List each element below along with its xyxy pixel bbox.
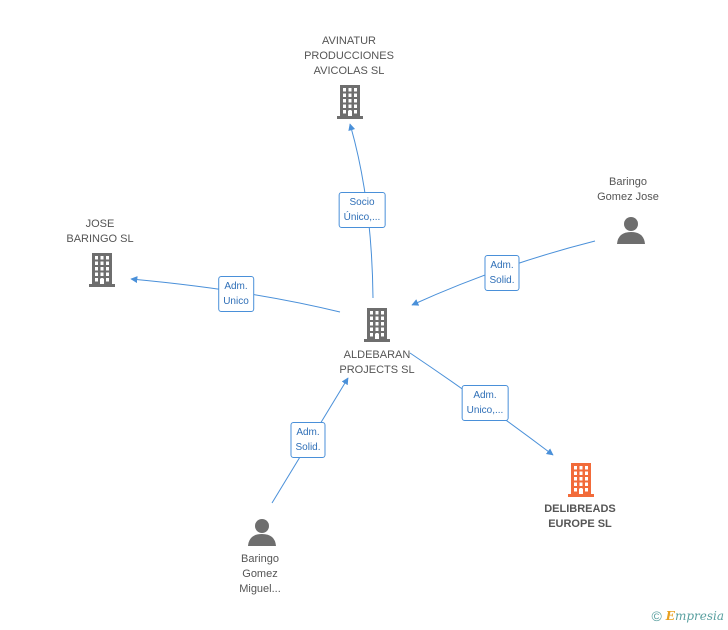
- edge-label-line: Unico: [223, 296, 249, 307]
- brand-logo: Empresia: [665, 609, 724, 623]
- node-label-line: PROJECTS SL: [339, 364, 415, 376]
- edge-label-line: Adm.: [490, 260, 514, 271]
- node-label-line: PRODUCCIONES: [304, 50, 394, 62]
- building-icon[interactable]: [364, 308, 390, 342]
- node-label-aldebaran[interactable]: ALDEBARAN PROJECTS SL: [339, 348, 414, 378]
- edge-label-line: Unico,...: [466, 405, 504, 416]
- node-label-line: DELIBREADS: [544, 503, 616, 515]
- node-label-line: Baringo: [241, 553, 279, 565]
- edge-label-line: Adm.: [224, 281, 248, 292]
- person-icon[interactable]: [617, 217, 645, 244]
- node-label-line: EUROPE SL: [548, 518, 612, 530]
- node-label-avinatur[interactable]: AVINATUR PRODUCCIONES AVICOLAS SL: [304, 34, 394, 79]
- node-label-jose[interactable]: JOSE BARINGO SL: [66, 217, 133, 247]
- node-label-delibreads[interactable]: DELIBREADS EUROPE SL: [544, 502, 616, 532]
- copyright-icon: ©: [651, 608, 662, 624]
- node-label-line: Gomez: [242, 568, 278, 580]
- node-label-line: Baringo: [609, 176, 647, 188]
- edge-label-line: Socio: [349, 197, 375, 208]
- edge-label-line: Adm.: [296, 427, 320, 438]
- edge-label-line: Solid.: [295, 442, 321, 453]
- footer-brand: © Empresia: [651, 608, 724, 624]
- edge-label[interactable]: Adm. Unico: [218, 276, 254, 312]
- node-label-line: ALDEBARAN: [343, 349, 411, 361]
- edge-label[interactable]: Adm. Solid.: [290, 422, 326, 458]
- node-label-line: AVICOLAS SL: [313, 65, 385, 77]
- edge-label-line: Solid.: [489, 275, 515, 286]
- node-label-line: Gomez Jose: [597, 191, 659, 203]
- building-icon[interactable]: [89, 253, 115, 287]
- edge-label-line: Único,...: [343, 212, 381, 223]
- edge-label[interactable]: Adm. Unico,...: [461, 385, 509, 421]
- edge-label[interactable]: Adm. Solid.: [484, 255, 520, 291]
- node-label-line: Miguel...: [239, 583, 281, 595]
- node-label-line: JOSE: [85, 218, 115, 230]
- node-label-line: BARINGO SL: [66, 233, 134, 245]
- person-icon[interactable]: [248, 519, 276, 546]
- building-icon[interactable]: [337, 85, 363, 119]
- edge-label-line: Adm.: [473, 390, 497, 401]
- node-label-line: AVINATUR: [322, 35, 376, 47]
- building-icon[interactable]: [568, 463, 594, 497]
